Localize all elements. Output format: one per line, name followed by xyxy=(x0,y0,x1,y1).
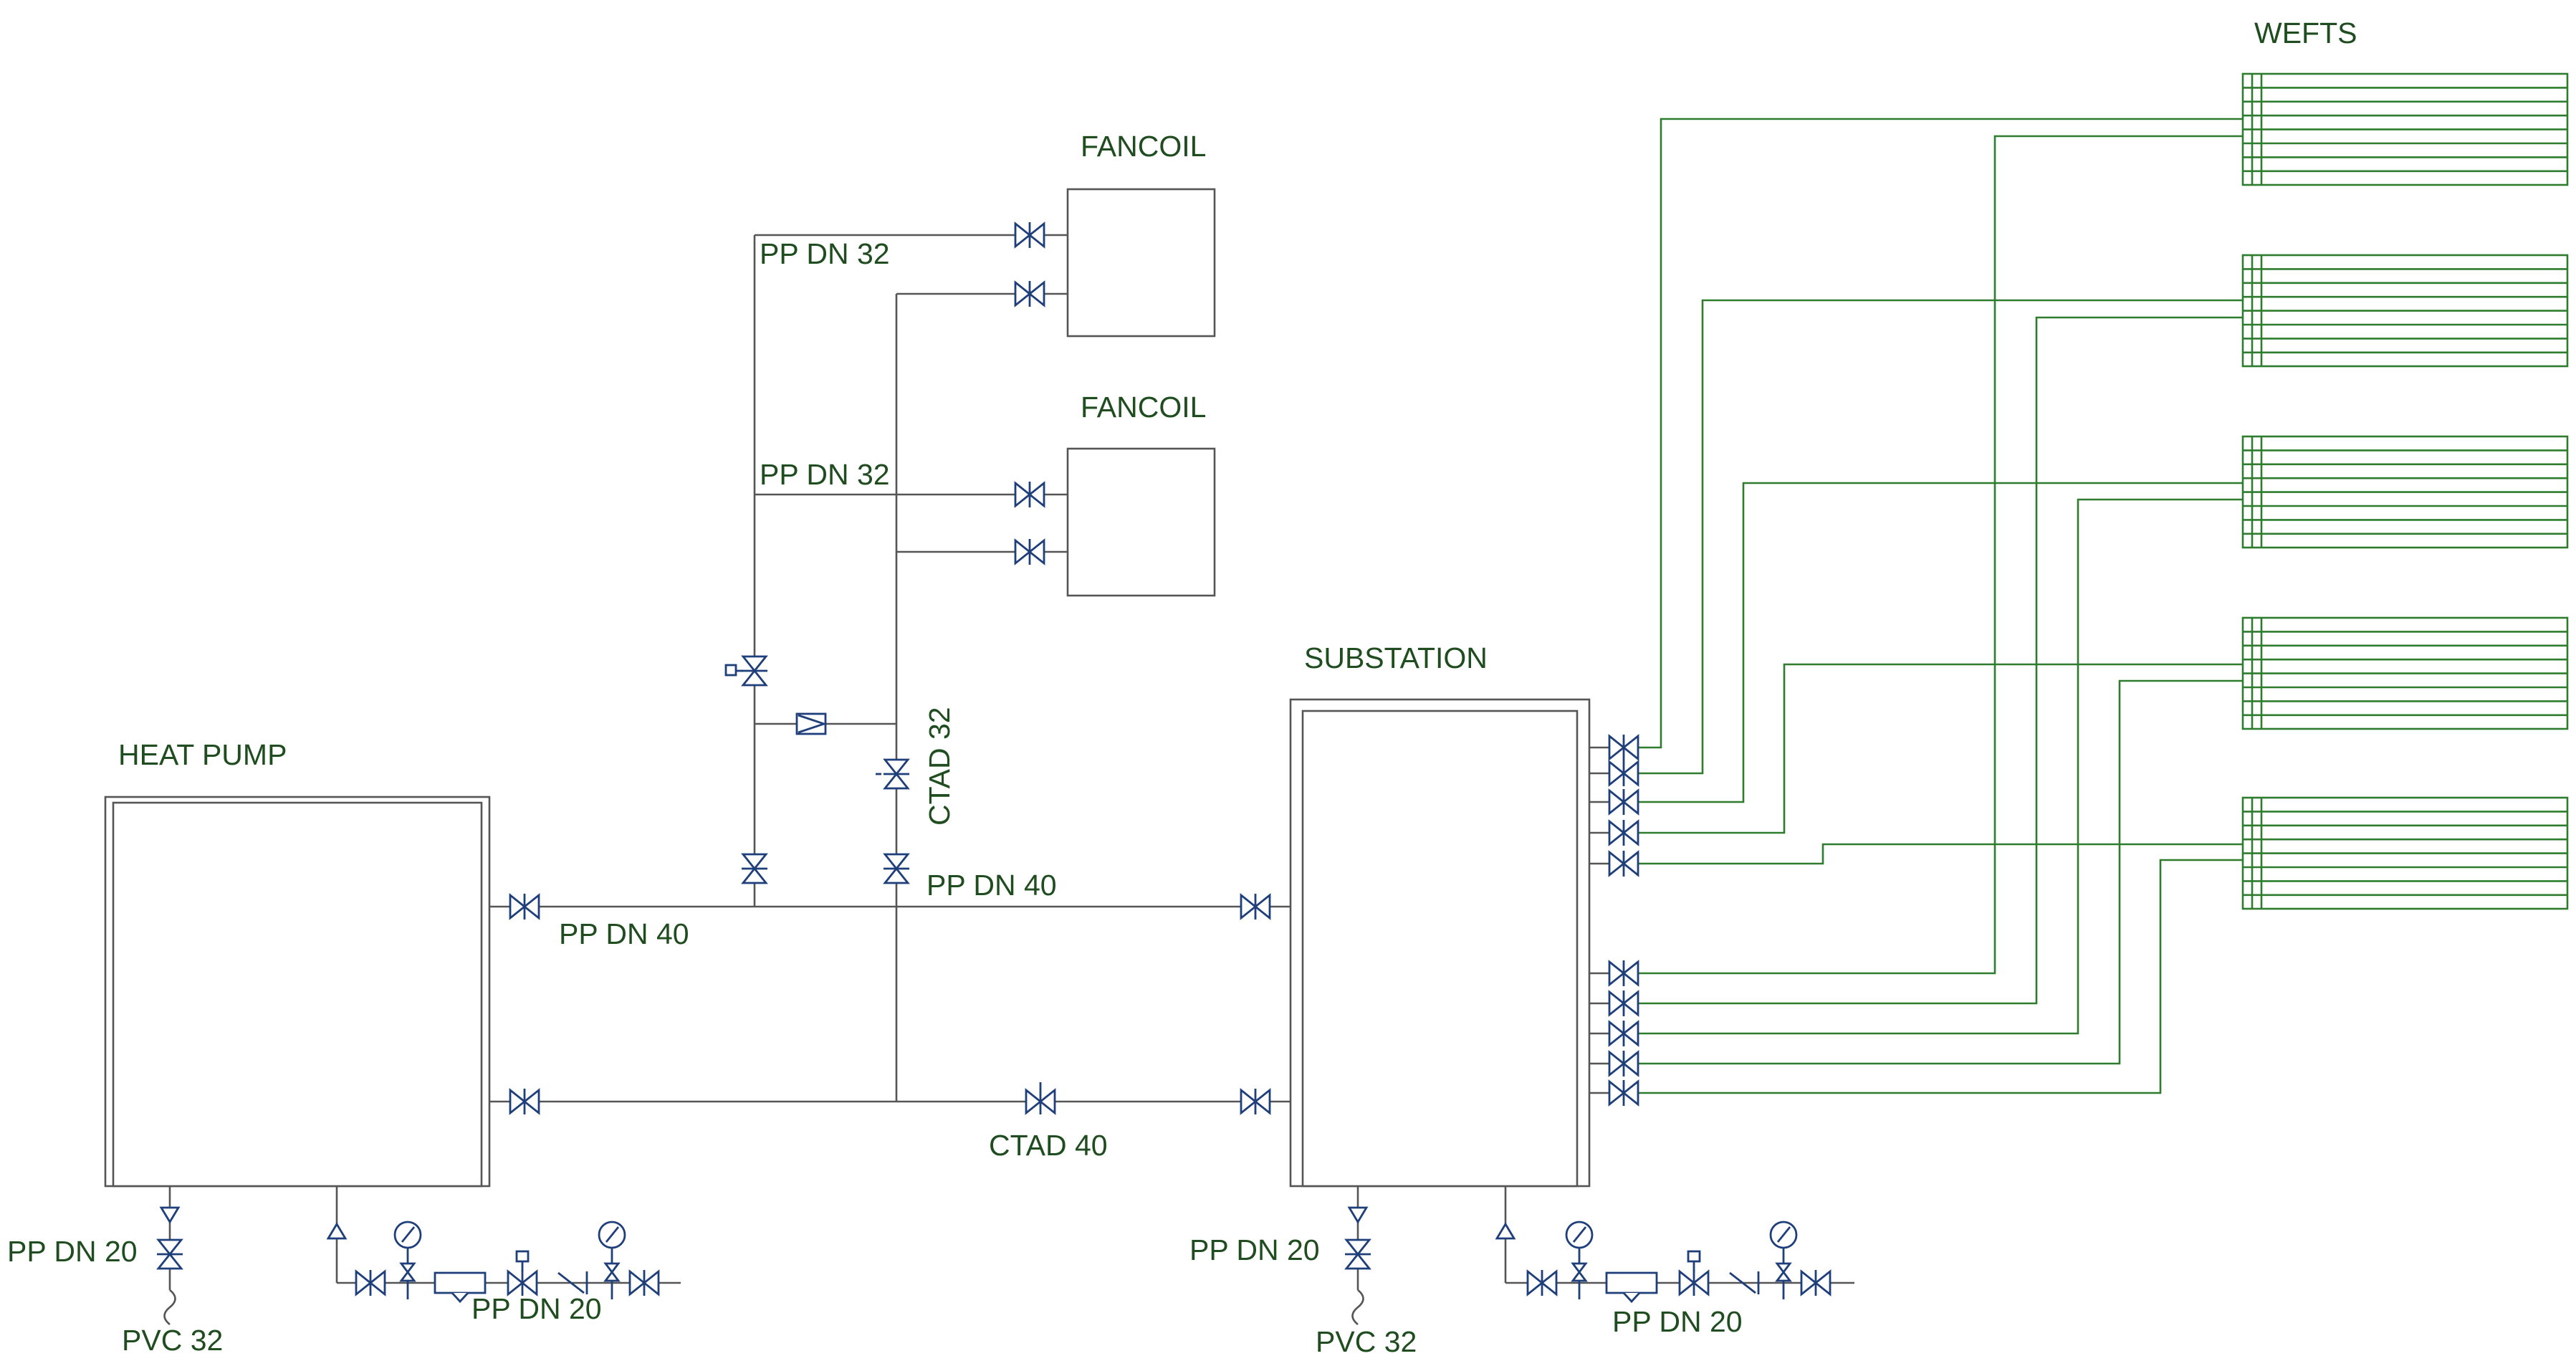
ctad40-label: CTAD 40 xyxy=(989,1129,1108,1162)
gate-valve-icon xyxy=(355,1269,386,1296)
gate-valve-icon xyxy=(1608,960,1639,987)
flow-arrow-up-icon xyxy=(1495,1222,1516,1240)
flow-arrow-down-icon xyxy=(159,1206,181,1224)
gate-valve-icon xyxy=(509,893,540,920)
gate-valve-icon xyxy=(1608,1050,1639,1077)
pp-dn20-sub-drain-label: PP DN 20 xyxy=(1189,1233,1320,1266)
pvc32-sub-label: PVC 32 xyxy=(1316,1325,1417,1358)
check-valve-icon xyxy=(557,1271,588,1294)
motorized-valve-icon xyxy=(741,655,768,687)
weft-radiator-3 xyxy=(2241,435,2569,549)
pvc32-hp-label: PVC 32 xyxy=(122,1324,223,1357)
heat-pump-unit xyxy=(104,796,491,1188)
balancing-valve-ctad32-icon xyxy=(883,758,910,790)
gate-valve-icon xyxy=(1608,1079,1639,1107)
pressure-gauge-icon xyxy=(1565,1221,1594,1299)
strainer-filter-icon xyxy=(434,1271,487,1304)
substation-label: SUBSTATION xyxy=(1304,641,1488,674)
weft-radiator-2 xyxy=(2241,254,2569,368)
gate-valve-icon xyxy=(1608,990,1639,1017)
fancoil-unit-1 xyxy=(1066,188,1216,338)
flow-arrow-up-icon xyxy=(326,1222,348,1240)
balancing-valve-ctad40-icon xyxy=(1025,1088,1056,1115)
wefts-group xyxy=(2241,72,2569,910)
pressure-gauge-icon xyxy=(598,1221,626,1299)
weft-radiator-4 xyxy=(2241,616,2569,730)
gate-valve-icon xyxy=(1014,280,1045,307)
fancoil-2-label: FANCOIL xyxy=(1081,391,1206,424)
gate-valve-icon xyxy=(1240,1088,1271,1115)
gate-valve-icon xyxy=(1608,850,1639,877)
weft-pipes xyxy=(1589,118,2243,1094)
pp-dn40-right-label: PP DN 40 xyxy=(927,869,1057,902)
actuator-icon xyxy=(1687,1250,1701,1263)
drain-valve-icon xyxy=(156,1238,183,1270)
strainer-filter-icon xyxy=(1605,1271,1658,1304)
fancoil-unit-2 xyxy=(1066,447,1216,597)
pp-dn20-hp-fill-label: PP DN 20 xyxy=(471,1292,602,1325)
gate-valve-icon xyxy=(1608,819,1639,846)
gate-valve-icon xyxy=(509,1088,540,1115)
gate-valve-icon xyxy=(883,853,910,884)
main-pipes xyxy=(489,234,1291,1103)
gate-valve-icon xyxy=(1608,1020,1639,1047)
gate-valve-icon xyxy=(1608,760,1639,787)
check-valve-icon xyxy=(1729,1271,1760,1294)
motorized-valve-icon xyxy=(507,1269,538,1296)
gate-valve-icon xyxy=(741,853,768,884)
pp-dn32-upper-label: PP DN 32 xyxy=(760,237,890,270)
gate-valve-icon xyxy=(1014,538,1045,565)
pressure-gauge-icon xyxy=(1769,1221,1798,1299)
gate-valve-icon xyxy=(1800,1269,1832,1296)
motorized-valve-icon xyxy=(1678,1269,1710,1296)
actuator-icon xyxy=(724,664,737,677)
substation-unit xyxy=(1289,698,1591,1188)
inline-filter-icon xyxy=(795,712,828,735)
gate-valve-icon xyxy=(1014,481,1045,508)
weft-radiator-1 xyxy=(2241,72,2569,186)
pp-dn20-sub-fill-label: PP DN 20 xyxy=(1612,1305,1743,1338)
ctad32-label: CTAD 32 xyxy=(923,707,956,826)
substation-bottom-piping xyxy=(1351,1186,1854,1326)
gate-valve-icon xyxy=(1240,893,1271,920)
weft-radiator-5 xyxy=(2241,796,2569,910)
wefts-label: WEFTS xyxy=(2254,16,2357,49)
flow-arrow-down-icon xyxy=(1347,1206,1369,1224)
heat-pump-bottom-piping xyxy=(163,1186,681,1326)
gate-valve-icon xyxy=(1526,1269,1558,1296)
actuator-icon xyxy=(515,1250,530,1263)
gate-valve-icon xyxy=(1608,734,1639,761)
pressure-gauge-icon xyxy=(393,1221,422,1299)
drain-valve-icon xyxy=(1344,1238,1371,1270)
pp-dn20-hp-drain-label: PP DN 20 xyxy=(7,1235,138,1268)
pp-dn32-lower-label: PP DN 32 xyxy=(760,458,890,491)
gate-valve-icon xyxy=(1608,788,1639,816)
fancoil-1-label: FANCOIL xyxy=(1081,130,1206,163)
valve-symbols xyxy=(156,221,1832,1304)
gate-valve-icon xyxy=(628,1269,660,1296)
heat-pump-label: HEAT PUMP xyxy=(118,738,287,771)
pp-dn40-left-label: PP DN 40 xyxy=(559,917,689,950)
gate-valve-icon xyxy=(1014,221,1045,249)
